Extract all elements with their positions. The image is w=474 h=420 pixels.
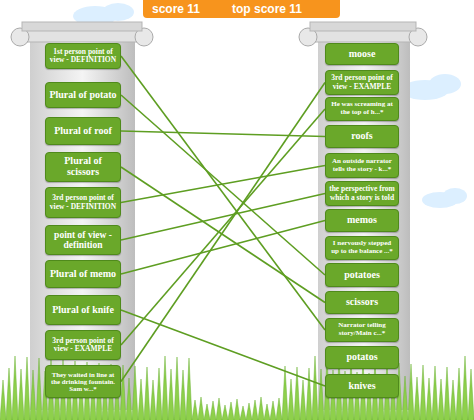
tile-text: knives (326, 379, 398, 394)
tile-text: Plural of roof (46, 124, 120, 139)
tile-text: He was screaming at the top of h...* (326, 99, 398, 118)
grass (0, 356, 474, 420)
match-tile: memos (325, 209, 399, 232)
score-label: top score 11 (232, 2, 302, 16)
tile-text: potatos (326, 350, 398, 365)
tile-text: memos (326, 213, 398, 228)
match-tile: 3rd person point of view - EXAMPLE (325, 70, 399, 95)
match-tile: 1st person point of view - DEFINITION (45, 43, 121, 69)
left-pillar (11, 22, 153, 410)
tile-text: Plural of scissors (46, 154, 120, 180)
match-tile: Plural of memo (45, 260, 121, 288)
tile-text: An outside narrator tells the story - k.… (326, 156, 398, 175)
match-line (121, 109, 325, 345)
match-tile: Plural of scissors (45, 152, 121, 182)
match-tile: potatos (325, 346, 399, 369)
tile-text: Plural of potato (46, 88, 120, 103)
match-line (121, 167, 325, 303)
tile-text: potatoes (326, 268, 398, 283)
right-pillar (299, 22, 427, 410)
tile-text: Narrator telling story/Main c...* (326, 320, 398, 339)
match-tile: knives (325, 374, 399, 398)
match-tile: 3rd person point of view - DEFINITION (45, 187, 121, 218)
match-tile: roofs (325, 125, 399, 148)
match-tile: Plural of knife (45, 295, 121, 325)
match-line (121, 166, 325, 203)
match-tile: potatoes (325, 263, 399, 287)
match-tile: 3rd person point of view - EXAMPLE (45, 330, 121, 360)
score-banner (143, 0, 340, 18)
match-line (121, 310, 325, 386)
match-line (121, 131, 325, 137)
tile-text: 1st person point of view - DEFINITION (46, 46, 120, 66)
match-line (121, 56, 325, 330)
tile-text: moose (326, 47, 398, 62)
match-tile: point of view - definition (45, 225, 121, 255)
match-line (121, 221, 325, 275)
match-tile: He was screaming at the top of h...* (325, 97, 399, 121)
tile-text: I nervously stepped up to the balance ..… (326, 238, 398, 257)
match-tile: An outside narrator tells the story - k.… (325, 153, 399, 178)
tile-text: Plural of knife (46, 303, 120, 318)
match-tile: scissors (325, 291, 399, 314)
match-tile: They waited in line at the drinking foun… (45, 365, 121, 398)
match-tile: Narrator telling story/Main c...* (325, 318, 399, 342)
tile-text: point of view - definition (46, 228, 120, 253)
tile-text: the perspective from which a story is to… (326, 183, 398, 203)
tile-text: Plural of memo (46, 267, 120, 282)
tile-text: They waited in line at the drinking foun… (46, 369, 120, 395)
match-line (121, 95, 325, 275)
match-line (121, 83, 325, 382)
score-label: score 11 (152, 2, 200, 16)
match-tile: Plural of potato (45, 82, 121, 108)
tile-text: roofs (326, 129, 398, 144)
tile-text: scissors (326, 295, 398, 310)
tile-text: 3rd person point of view - DEFINITION (46, 192, 120, 212)
match-tile: Plural of roof (45, 117, 121, 145)
match-tile: the perspective from which a story is to… (325, 181, 399, 206)
match-tile: I nervously stepped up to the balance ..… (325, 236, 399, 260)
match-tile: moose (325, 43, 399, 65)
tile-text: 3rd person point of view - EXAMPLE (326, 72, 398, 92)
tile-text: 3rd person point of view - EXAMPLE (46, 335, 120, 355)
